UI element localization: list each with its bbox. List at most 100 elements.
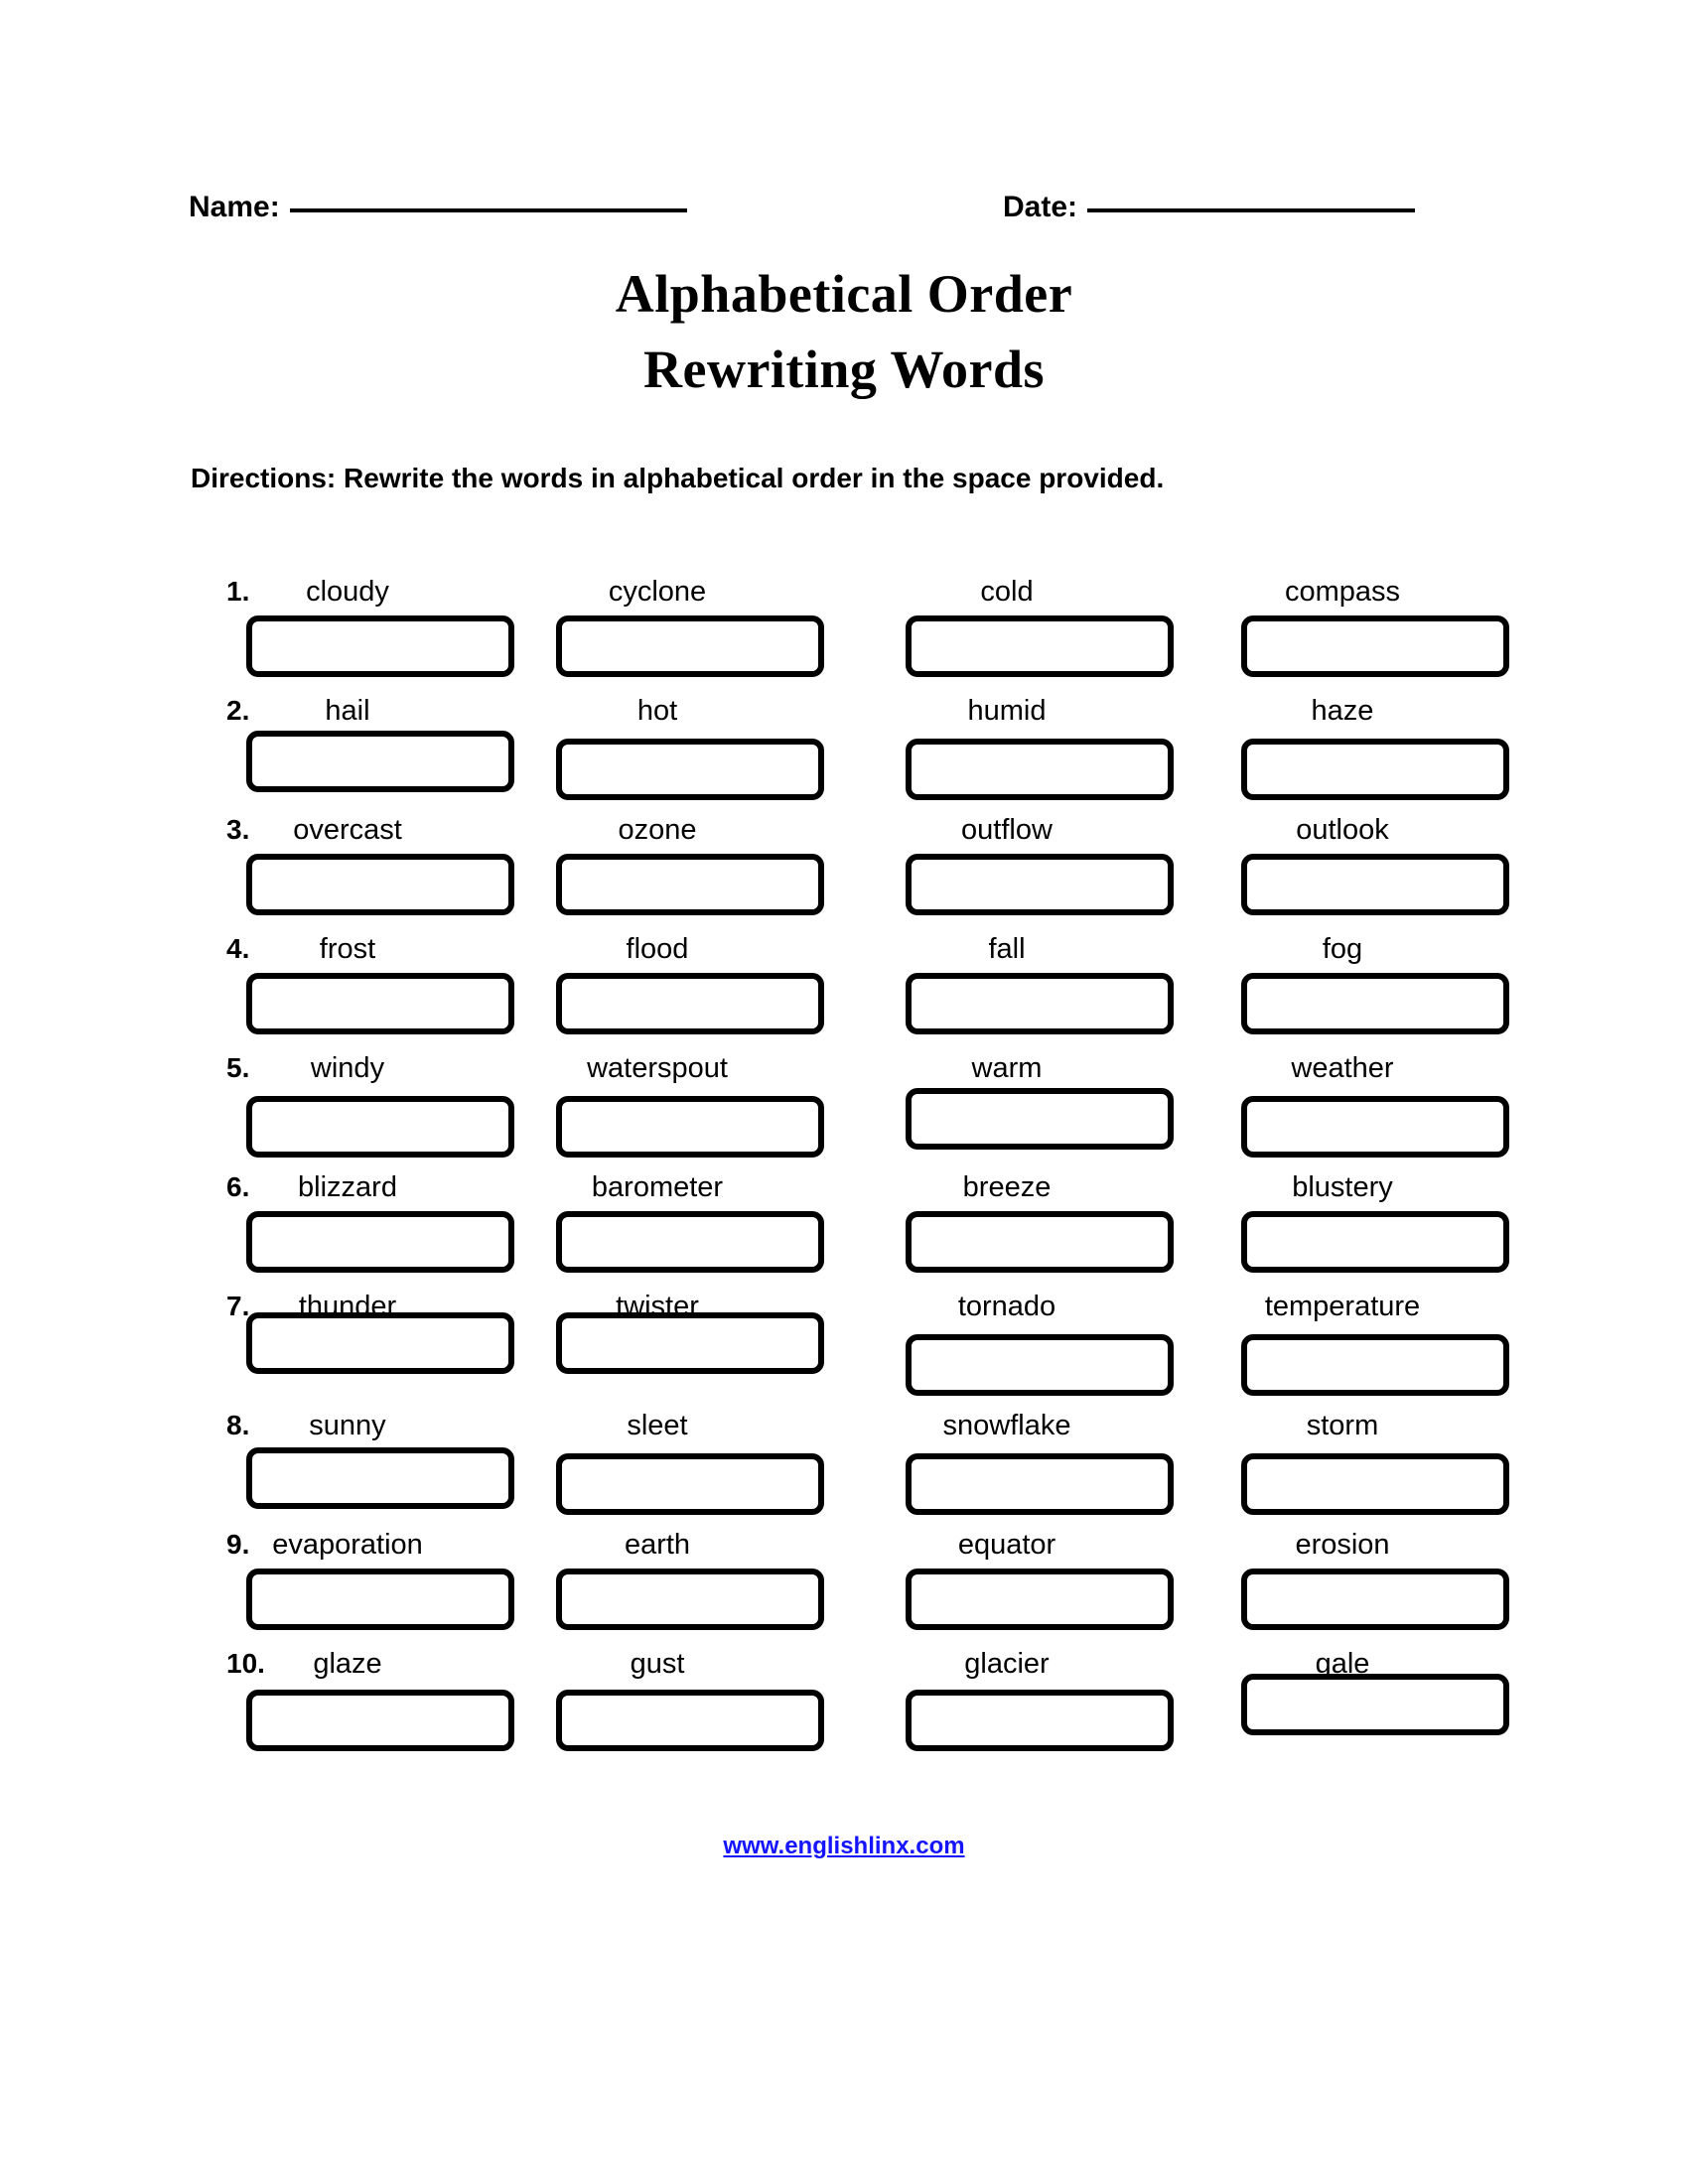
answer-box[interactable] xyxy=(556,1569,824,1630)
name-field-group: Name: xyxy=(189,191,687,224)
source-link[interactable]: www.englishlinx.com xyxy=(723,1833,965,1859)
source-word: hail xyxy=(325,695,370,727)
answer-box[interactable] xyxy=(906,1334,1174,1396)
answer-box[interactable] xyxy=(246,615,514,677)
row-number: 3. xyxy=(226,814,250,845)
worksheet-title: Alphabetical Order Rewriting Words xyxy=(0,256,1688,407)
answer-box[interactable] xyxy=(246,1690,514,1751)
word-row: 3. overcast ozone outflow outlook xyxy=(0,814,1688,933)
source-word: evaporation xyxy=(272,1529,423,1561)
row-number: 7. xyxy=(226,1291,250,1321)
answer-box[interactable] xyxy=(556,1690,824,1751)
answer-box[interactable] xyxy=(1241,854,1509,915)
source-word: blustery xyxy=(1292,1171,1393,1203)
source-word: hot xyxy=(636,695,678,727)
answer-box[interactable] xyxy=(246,731,514,792)
date-field-group: Date: xyxy=(1003,191,1416,224)
answer-box[interactable] xyxy=(246,1569,514,1630)
answer-box[interactable] xyxy=(906,1453,1174,1515)
source-word: outlook xyxy=(1296,814,1389,846)
source-word: glaze xyxy=(313,1648,382,1680)
source-word: gust xyxy=(630,1648,685,1680)
name-label: Name: xyxy=(189,191,280,223)
answer-box[interactable] xyxy=(556,615,824,677)
source-word: erosion xyxy=(1295,1529,1390,1561)
answer-box[interactable] xyxy=(1241,1453,1509,1515)
source-word: ozone xyxy=(618,814,697,846)
source-word: compass xyxy=(1284,576,1401,608)
name-write-line[interactable] xyxy=(289,208,687,212)
answer-box[interactable] xyxy=(906,1211,1174,1273)
row-number: 9. xyxy=(226,1529,250,1560)
footer: www.englishlinx.com xyxy=(0,1833,1688,1860)
source-word: breeze xyxy=(962,1171,1052,1203)
answer-box[interactable] xyxy=(556,1453,824,1515)
answer-box[interactable] xyxy=(556,1096,824,1158)
source-word: barometer xyxy=(591,1171,724,1203)
answer-box[interactable] xyxy=(246,854,514,915)
answer-box[interactable] xyxy=(246,1447,514,1509)
source-word: waterspout xyxy=(587,1052,728,1084)
title-line-1: Alphabetical Order xyxy=(615,264,1073,324)
row-number: 4. xyxy=(226,933,250,964)
source-word: tornado xyxy=(957,1291,1056,1322)
answer-box[interactable] xyxy=(246,1211,514,1273)
answer-box[interactable] xyxy=(246,1096,514,1158)
source-word: warm xyxy=(971,1052,1043,1084)
answer-box[interactable] xyxy=(1241,973,1509,1034)
word-row: 6. blizzard barometer breeze blustery xyxy=(0,1171,1688,1291)
source-word: weather xyxy=(1291,1052,1394,1084)
source-word: humid xyxy=(967,695,1047,727)
answer-box[interactable] xyxy=(906,1690,1174,1751)
answer-box[interactable] xyxy=(906,739,1174,800)
source-word: windy xyxy=(310,1052,385,1084)
source-word: cold xyxy=(980,576,1034,608)
answer-box[interactable] xyxy=(1241,1334,1509,1396)
answer-box[interactable] xyxy=(1241,1674,1509,1735)
source-word: cyclone xyxy=(608,576,707,608)
answer-box[interactable] xyxy=(906,1569,1174,1630)
answer-box[interactable] xyxy=(246,1312,514,1374)
row-number: 1. xyxy=(226,576,250,607)
date-write-line[interactable] xyxy=(1087,208,1416,212)
answer-box[interactable] xyxy=(556,1211,824,1273)
word-row: 5. windy waterspout warm weather xyxy=(0,1052,1688,1171)
date-label: Date: xyxy=(1003,191,1078,223)
answer-box[interactable] xyxy=(556,973,824,1034)
source-word: flood xyxy=(626,933,689,965)
source-word: blizzard xyxy=(298,1171,397,1203)
source-word: glacier xyxy=(964,1648,1050,1680)
source-word: earth xyxy=(624,1529,691,1561)
source-word: overcast xyxy=(293,814,402,846)
answer-box[interactable] xyxy=(1241,615,1509,677)
answer-box[interactable] xyxy=(906,615,1174,677)
answer-box[interactable] xyxy=(556,1312,824,1374)
answer-box[interactable] xyxy=(556,739,824,800)
row-number: 5. xyxy=(226,1052,250,1083)
source-word: outflow xyxy=(961,814,1053,846)
source-word: fall xyxy=(988,933,1026,965)
source-word: storm xyxy=(1306,1410,1379,1441)
directions-text: Directions: Rewrite the words in alphabe… xyxy=(191,463,1165,493)
answer-box[interactable] xyxy=(1241,1211,1509,1273)
answer-box[interactable] xyxy=(906,973,1174,1034)
answer-box[interactable] xyxy=(906,1088,1174,1150)
answer-box[interactable] xyxy=(246,973,514,1034)
answer-box[interactable] xyxy=(1241,739,1509,800)
row-number: 6. xyxy=(226,1171,250,1202)
answer-box[interactable] xyxy=(906,854,1174,915)
source-word: snowflake xyxy=(942,1410,1071,1441)
answer-box[interactable] xyxy=(1241,1096,1509,1158)
answer-box[interactable] xyxy=(1241,1569,1509,1630)
source-word: haze xyxy=(1311,695,1374,727)
answer-box[interactable] xyxy=(556,854,824,915)
source-word: equator xyxy=(957,1529,1056,1561)
source-word: fog xyxy=(1322,933,1363,965)
